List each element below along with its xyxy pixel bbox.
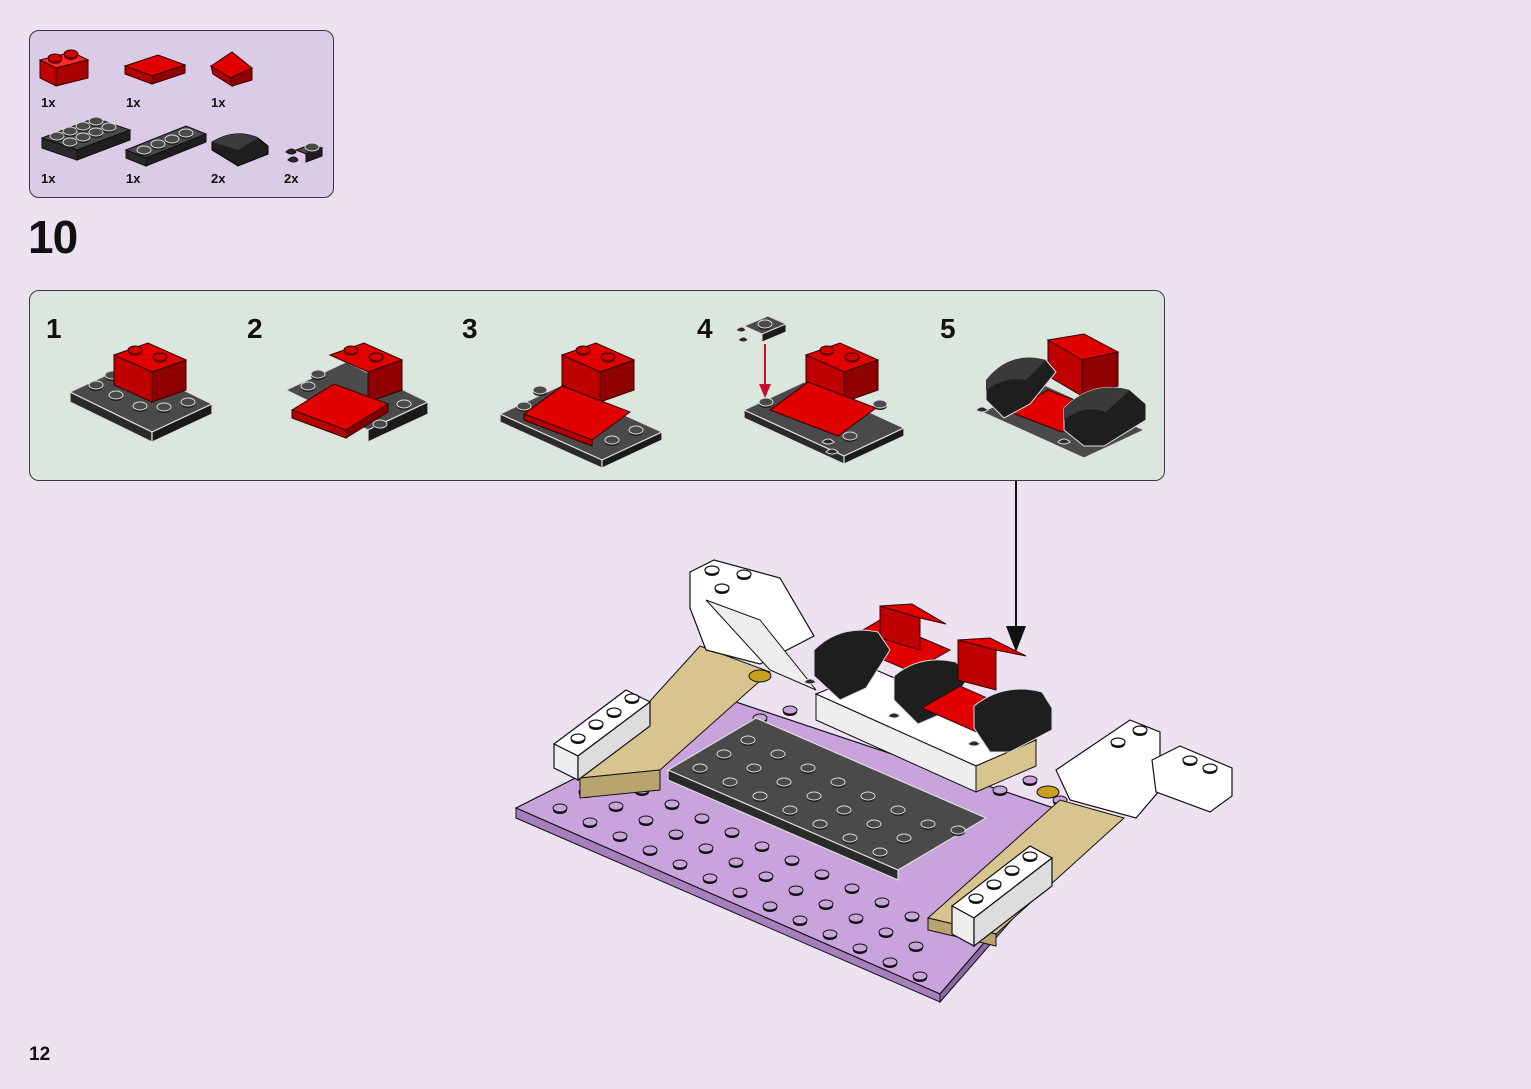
substep-label: 3 (462, 313, 478, 344)
page-number: 12 (29, 1044, 51, 1065)
dark-gray-clip-plate-icon (285, 142, 324, 163)
part-qty: 1x (41, 171, 56, 186)
main-model-illustration (514, 559, 1233, 1004)
red-brick-1x2-icon (38, 49, 90, 87)
dark-gray-plate-2x4-icon (40, 116, 132, 161)
red-slope-icon (210, 51, 253, 88)
substep-5-illustration (975, 333, 1147, 459)
red-plate-2x2-icon (123, 54, 187, 85)
step-number: 10 (28, 211, 78, 263)
part-qty: 1x (41, 95, 56, 110)
substep-1-illustration (68, 342, 214, 443)
part-qty: 1x (211, 95, 226, 110)
dark-gray-plate-1x4-icon (124, 125, 208, 167)
substep-label: 5 (940, 313, 956, 344)
part-qty: 1x (126, 171, 141, 186)
substep-4-illustration (735, 315, 906, 465)
part-qty: 2x (284, 171, 299, 186)
substep-label: 4 (697, 313, 713, 344)
black-curved-slope-icon (211, 133, 269, 167)
part-qty: 1x (126, 95, 141, 110)
substep-3-illustration (498, 342, 664, 469)
substep-2-illustration (284, 342, 430, 443)
substep-label: 2 (247, 313, 263, 344)
placement-arrow (1006, 481, 1026, 652)
part-qty: 2x (211, 171, 226, 186)
substep-label: 1 (46, 313, 62, 344)
